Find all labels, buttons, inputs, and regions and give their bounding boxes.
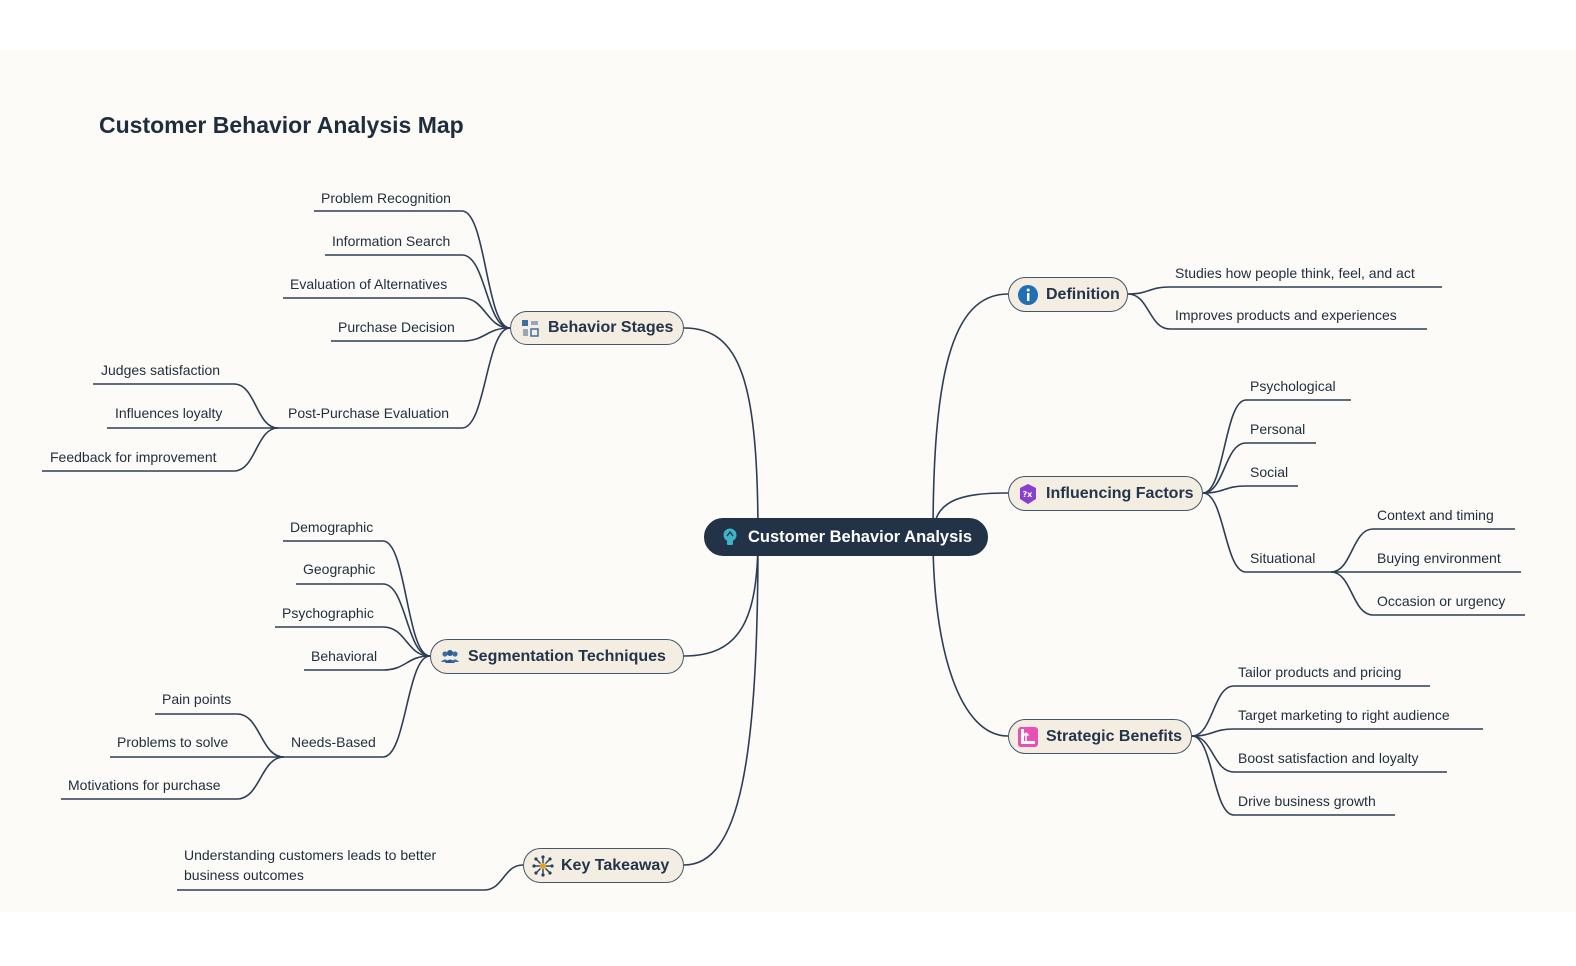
- growth-chart-icon: [1017, 726, 1039, 748]
- leaf-improves-products[interactable]: Improves products and experiences: [1175, 307, 1397, 323]
- root-node[interactable]: Customer Behavior Analysis: [704, 518, 988, 556]
- leaf-purchase-decision[interactable]: Purchase Decision: [338, 319, 455, 335]
- connector-line: [1330, 528, 1374, 573]
- leaf-post-purchase-evaluation[interactable]: Post-Purchase Evaluation: [288, 405, 450, 421]
- leaf-pain-points[interactable]: Pain points: [162, 691, 232, 707]
- leaf-drive-growth[interactable]: Drive business growth: [1238, 793, 1376, 809]
- connector-line: [1330, 571, 1374, 616]
- branch-label: Influencing Factors: [1046, 484, 1194, 502]
- leaf-target-marketing[interactable]: Target marketing to right audience: [1238, 707, 1450, 723]
- connector-line: [683, 327, 759, 538]
- branch-label: Segmentation Techniques: [468, 647, 666, 665]
- leaf-occasion-or-urgency[interactable]: Occasion or urgency: [1377, 593, 1506, 609]
- branch-behavior-stages[interactable]: Behavior Stages: [510, 311, 684, 345]
- leaf-motivations-for-purchase[interactable]: Motivations for purchase: [68, 777, 221, 793]
- leaf-boost-satisfaction[interactable]: Boost satisfaction and loyalty: [1238, 750, 1419, 766]
- connector-line: [1127, 286, 1171, 295]
- connector-line: [461, 254, 511, 329]
- leaf-evaluation-of-alternatives[interactable]: Evaluation of Alternatives: [290, 276, 448, 292]
- leaf-geographic[interactable]: Geographic: [303, 561, 376, 577]
- connector-line: [1202, 399, 1247, 494]
- leaf-demographic[interactable]: Demographic: [290, 519, 374, 535]
- connector-line: [461, 210, 511, 329]
- branch-label: Key Takeaway: [561, 856, 670, 874]
- connector-line: [461, 327, 511, 342]
- connector-line: [236, 756, 285, 800]
- mind-map-canvas: [0, 50, 1576, 912]
- branch-strategic-benefits[interactable]: Strategic Benefits: [1008, 719, 1192, 754]
- connector-line: [382, 655, 431, 758]
- connector-line: [683, 536, 759, 866]
- leaf-behavioral[interactable]: Behavioral: [311, 648, 378, 664]
- connector-line: [1202, 442, 1247, 494]
- stages-diagram-icon: [519, 317, 541, 339]
- question-puzzle-icon: ?x: [1017, 483, 1039, 505]
- branch-definition[interactable]: Definition: [1008, 277, 1128, 312]
- connector-line: [1191, 735, 1235, 816]
- leaf-tailor-products[interactable]: Tailor products and pricing: [1238, 664, 1402, 680]
- people-group-icon: [439, 646, 461, 668]
- network-icon: [532, 854, 554, 877]
- connector-line: [382, 655, 431, 671]
- connector-line: [1191, 685, 1235, 737]
- branch-key-takeaway[interactable]: Key Takeaway: [523, 848, 684, 883]
- connector-line: [233, 383, 279, 429]
- leaf-information-search[interactable]: Information Search: [332, 233, 451, 249]
- connector-line: [461, 327, 511, 429]
- leaf-problems-to-solve[interactable]: Problems to solve: [117, 734, 229, 750]
- connector-line: [382, 626, 431, 657]
- connector-line: [483, 864, 524, 891]
- leaf-context-and-timing[interactable]: Context and timing: [1377, 507, 1494, 523]
- connector-line: [1191, 735, 1235, 773]
- svg-text:?x: ?x: [1023, 490, 1034, 499]
- page-title: Customer Behavior Analysis Map: [99, 112, 464, 138]
- leaf-buying-environment[interactable]: Buying environment: [1377, 550, 1501, 566]
- leaf-takeaway-text[interactable]: Understanding customers leads to better …: [184, 847, 437, 883]
- branch-label: Definition: [1046, 285, 1120, 303]
- connector-line: [236, 713, 285, 758]
- leaf-influences-loyalty[interactable]: Influences loyalty: [115, 405, 223, 421]
- leaf-situational[interactable]: Situational: [1250, 550, 1316, 566]
- leaf-personal[interactable]: Personal: [1250, 421, 1306, 437]
- info-icon: [1017, 284, 1039, 306]
- leaf-problem-recognition[interactable]: Problem Recognition: [321, 190, 451, 206]
- connector-line: [1202, 492, 1247, 573]
- branch-influencing-factors[interactable]: ?x Influencing Factors: [1008, 476, 1203, 511]
- connector-line: [382, 540, 431, 657]
- lightbulb-icon: [719, 526, 741, 548]
- connector-line: [233, 427, 279, 472]
- connector-line: [932, 536, 1009, 737]
- branch-segmentation-techniques[interactable]: Segmentation Techniques: [430, 639, 684, 674]
- connector-line: [1191, 728, 1235, 737]
- leaf-psychographic[interactable]: Psychographic: [282, 605, 374, 621]
- connector-line: [1127, 293, 1171, 330]
- leaf-judges-satisfaction[interactable]: Judges satisfaction: [101, 362, 221, 378]
- leaf-social[interactable]: Social: [1250, 464, 1289, 480]
- leaf-studies-how-people[interactable]: Studies how people think, feel, and act: [1175, 265, 1415, 281]
- leaf-feedback-for-improvement[interactable]: Feedback for improvement: [50, 449, 217, 465]
- connector-line: [1202, 485, 1247, 494]
- connector-line: [461, 297, 511, 329]
- branch-label: Strategic Benefits: [1046, 727, 1183, 745]
- leaf-psychological[interactable]: Psychological: [1250, 378, 1336, 394]
- root-label: Customer Behavior Analysis: [748, 527, 973, 546]
- branch-label: Behavior Stages: [548, 319, 674, 336]
- leaf-needs-based[interactable]: Needs-Based: [291, 734, 376, 750]
- connector-line: [932, 293, 1009, 538]
- connector-line: [382, 583, 431, 657]
